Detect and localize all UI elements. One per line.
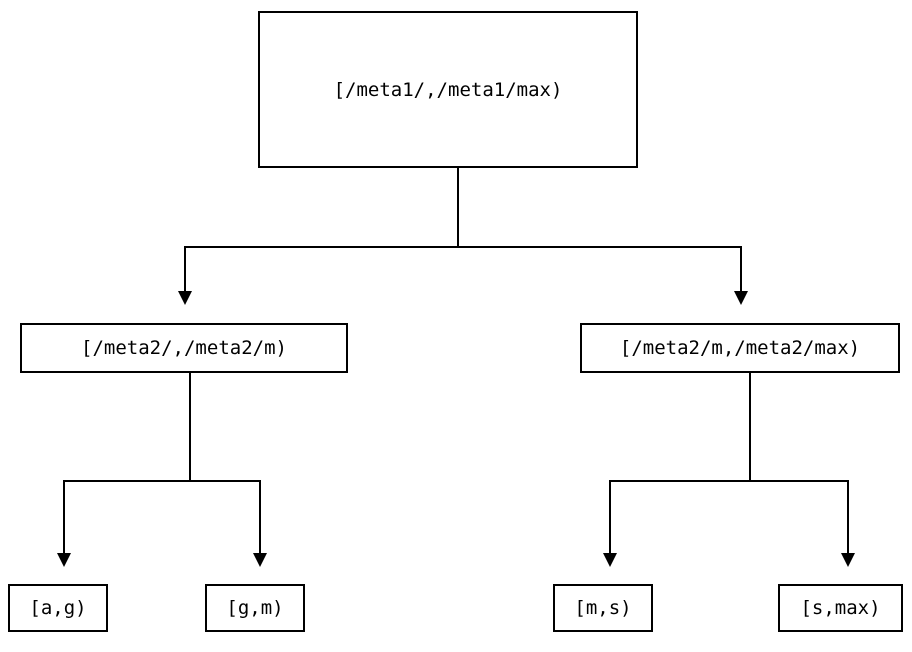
arrowhead-root-to-left-icon	[178, 291, 192, 305]
node-level2-left[interactable]: [/meta2/,/meta2/m)	[20, 323, 348, 373]
edge-right-bus	[609, 480, 849, 482]
arrowhead-right-to-leaf4-icon	[841, 553, 855, 567]
node-leaf-g-m[interactable]: [g,m)	[205, 584, 305, 632]
edge-left-to-leaf2-drop	[259, 480, 261, 553]
arrowhead-right-to-leaf3-icon	[603, 553, 617, 567]
arrowhead-left-to-leaf1-icon	[57, 553, 71, 567]
arrowhead-left-to-leaf2-icon	[253, 553, 267, 567]
edge-left-to-leaf1-drop	[63, 480, 65, 553]
node-leaf-a-g[interactable]: [a,g)	[8, 584, 108, 632]
edge-left-stem	[189, 373, 191, 481]
edge-root-stem	[457, 168, 459, 247]
edge-root-bus	[184, 246, 742, 248]
node-root[interactable]: [/meta1/,/meta1/max)	[258, 11, 638, 168]
node-leaf-m-s[interactable]: [m,s)	[553, 584, 653, 632]
node-level2-right[interactable]: [/meta2/m,/meta2/max)	[580, 323, 900, 373]
edge-left-bus	[63, 480, 261, 482]
edge-root-to-right-drop	[740, 246, 742, 291]
edge-root-to-left-drop	[184, 246, 186, 291]
edge-right-to-leaf3-drop	[609, 480, 611, 553]
node-leaf-s-max[interactable]: [s,max)	[778, 584, 903, 632]
arrowhead-root-to-right-icon	[734, 291, 748, 305]
edge-right-stem	[749, 373, 751, 481]
edge-right-to-leaf4-drop	[847, 480, 849, 553]
